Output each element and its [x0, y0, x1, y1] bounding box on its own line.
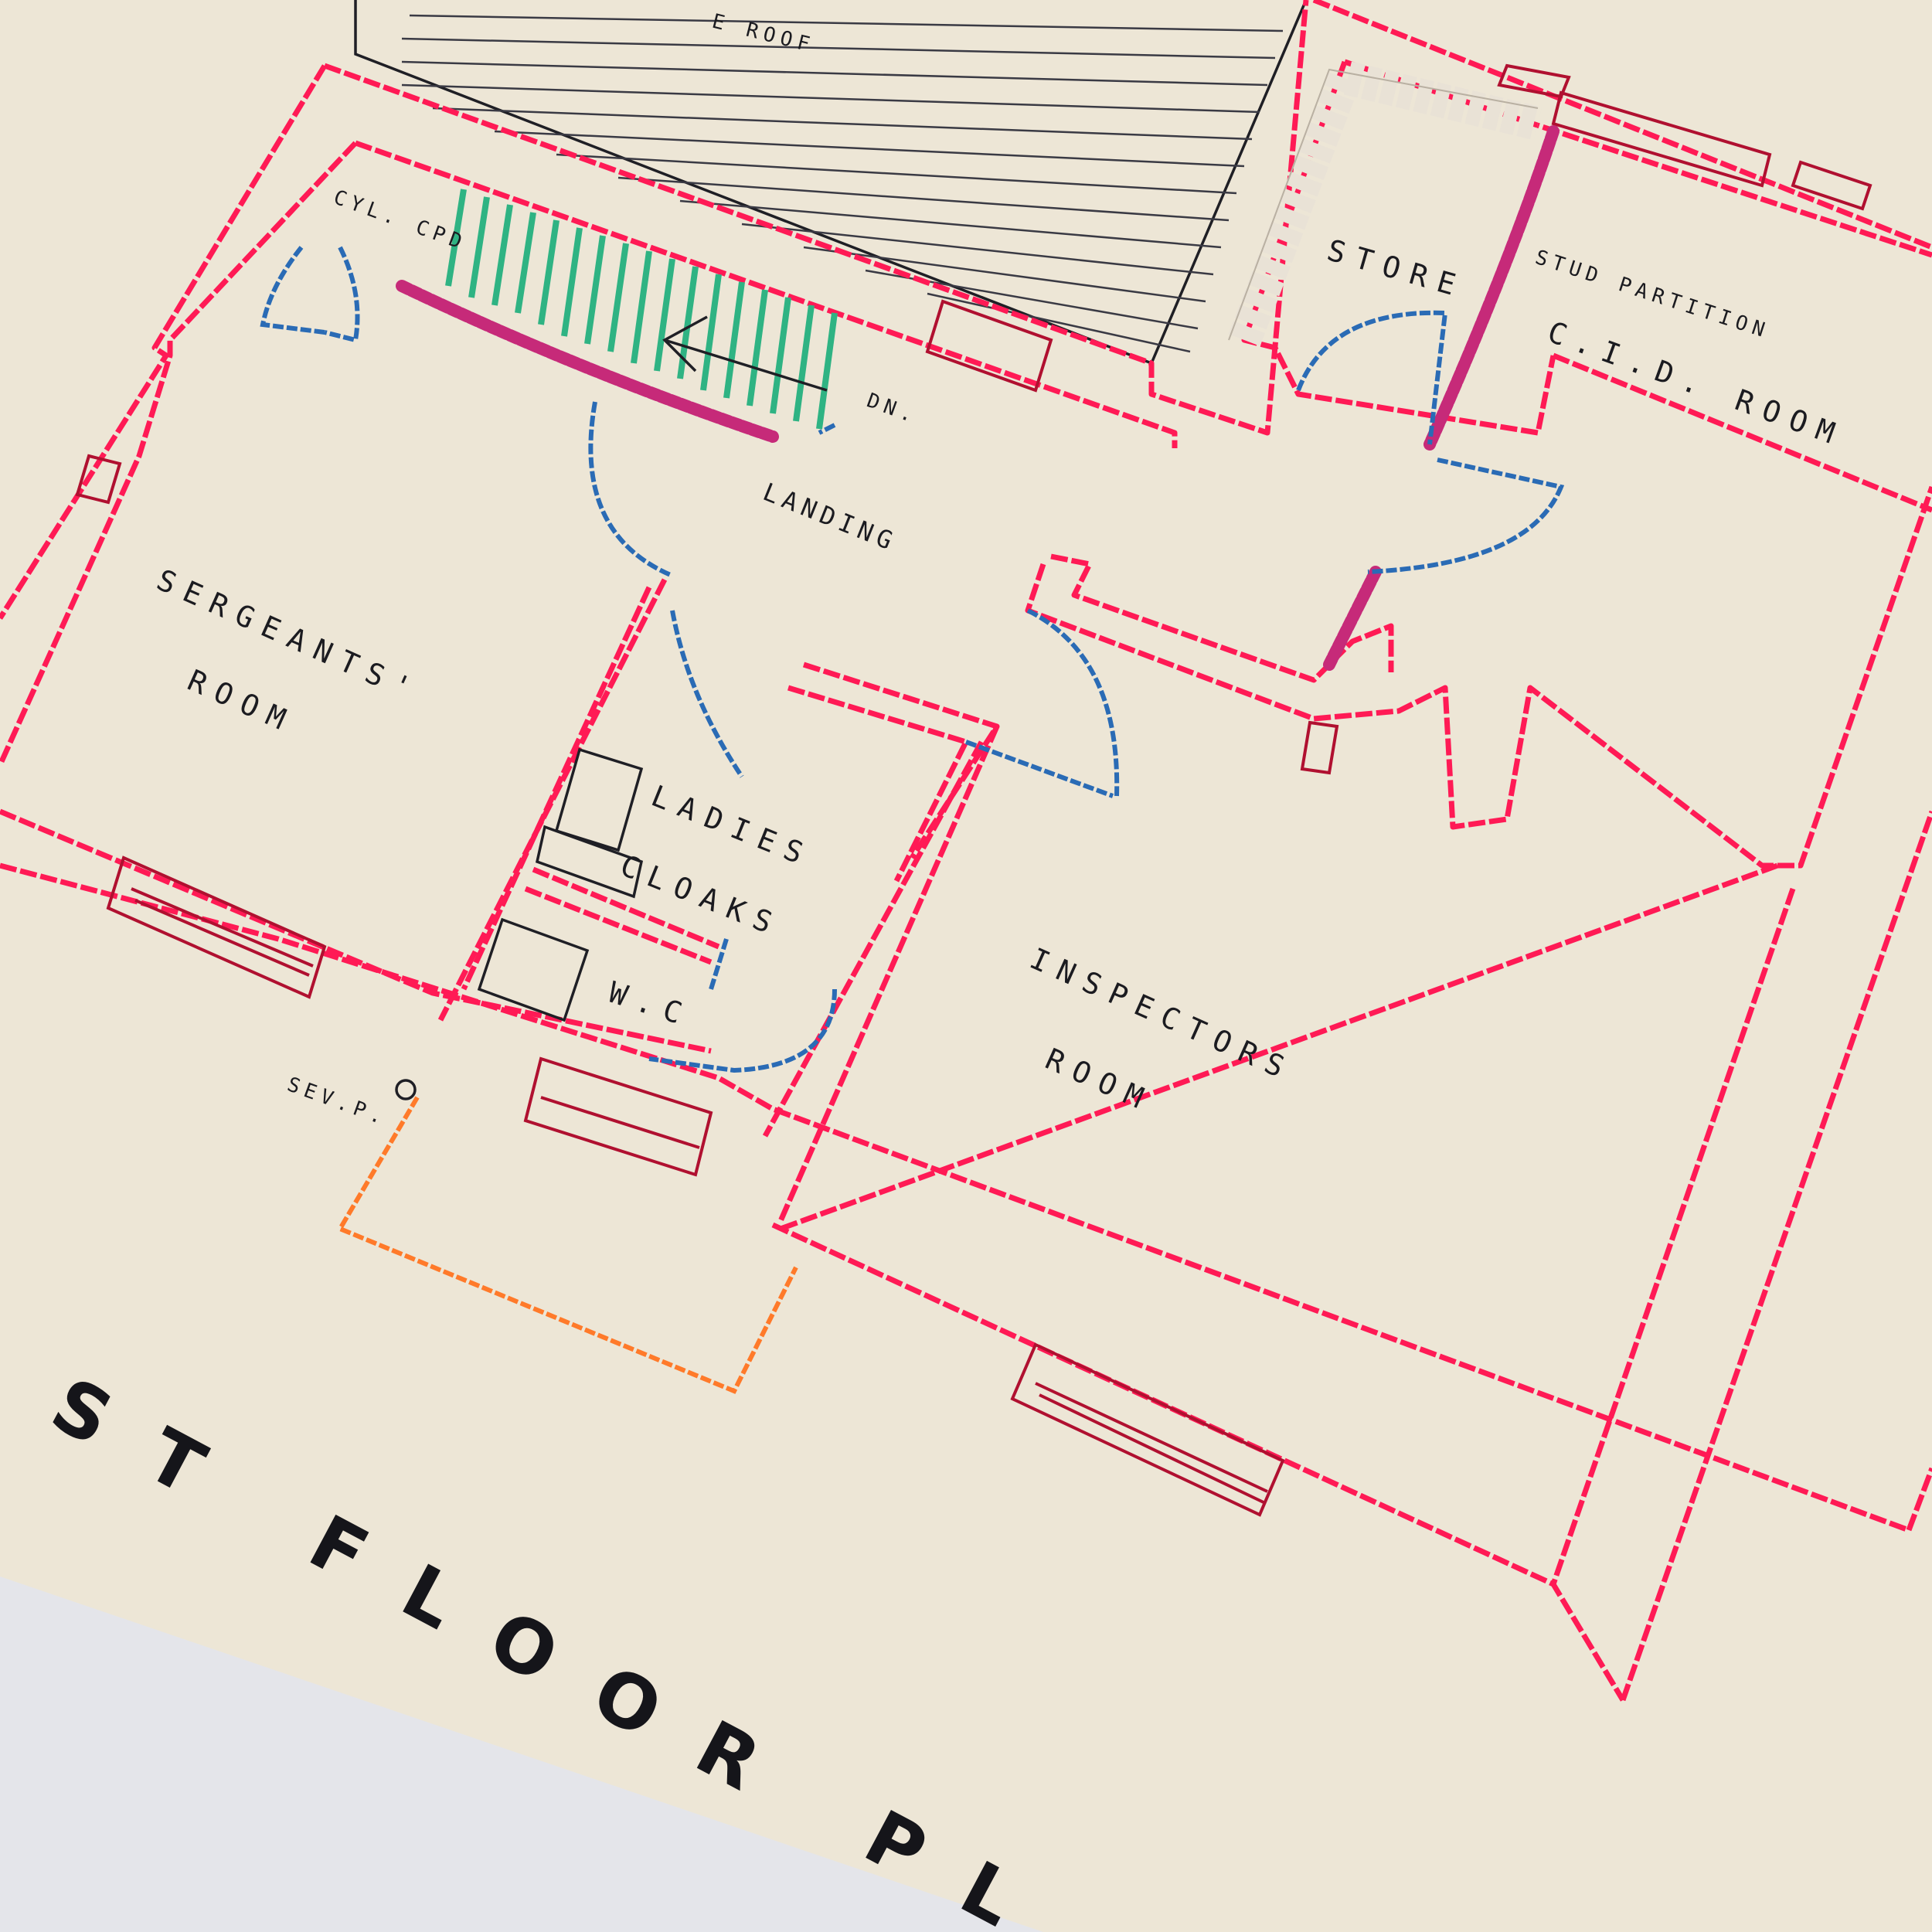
- bay-outline: [336, 1096, 798, 1394]
- cupboard-doors: [260, 246, 360, 343]
- wc-fittings: [477, 747, 644, 1022]
- inner-walls: [0, 59, 1932, 1586]
- store-beadwork: [1228, 57, 1543, 346]
- sev-p-marker: [395, 1079, 417, 1100]
- windows: [75, 63, 1872, 1517]
- stud-partition-lower: [1323, 566, 1382, 671]
- stud-partition: [1423, 125, 1560, 451]
- door-swings: [588, 310, 1565, 1073]
- stair-handrail: [396, 280, 779, 443]
- stair-arrow: [662, 315, 828, 392]
- stair-treads: [445, 189, 838, 430]
- outer-walls: [0, 0, 1932, 1702]
